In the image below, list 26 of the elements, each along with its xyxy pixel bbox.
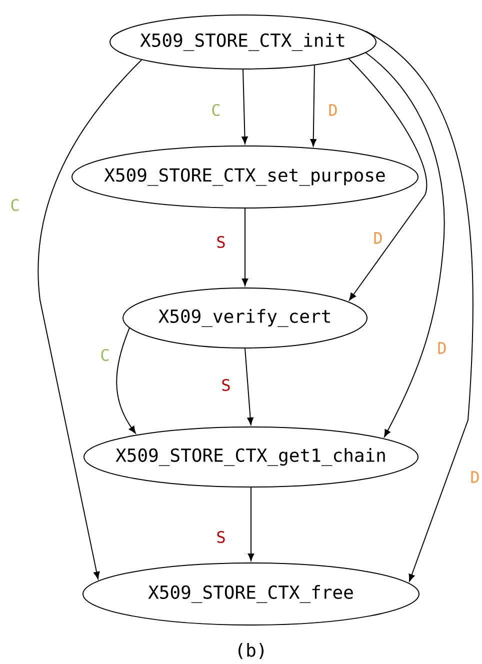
edge-label: S — [215, 234, 227, 250]
arrow — [365, 30, 474, 582]
ellipse-node: X509_verify_cert — [122, 288, 368, 348]
arrow — [365, 52, 445, 438]
edge-label: D — [469, 470, 481, 484]
ellipse-node: X509_STORE_CTX_get1_chain — [84, 426, 418, 488]
ellipse-node: X509_STORE_CTX_free — [82, 562, 420, 626]
edge-label: C — [210, 102, 222, 118]
arrow — [244, 348, 254, 426]
arrow — [242, 69, 248, 144]
edge-label: D — [372, 231, 384, 245]
arrow — [38, 59, 142, 580]
edge-label: D — [436, 341, 448, 355]
edge-label: C — [9, 198, 21, 212]
edge-label: C — [99, 348, 111, 362]
caption: (b) — [238, 642, 264, 660]
arrow — [242, 208, 248, 286]
arrow — [248, 487, 254, 562]
edge-label: S — [220, 378, 232, 392]
edge-label: S — [215, 530, 227, 544]
arrow — [116, 328, 136, 434]
arrow — [348, 58, 428, 301]
arrow — [310, 64, 316, 147]
ellipse-node: X509_STORE_CTX_init — [110, 14, 376, 70]
ellipse-node: X509_STORE_CTX_set_purpose — [72, 146, 418, 208]
edge-label: D — [327, 103, 339, 117]
